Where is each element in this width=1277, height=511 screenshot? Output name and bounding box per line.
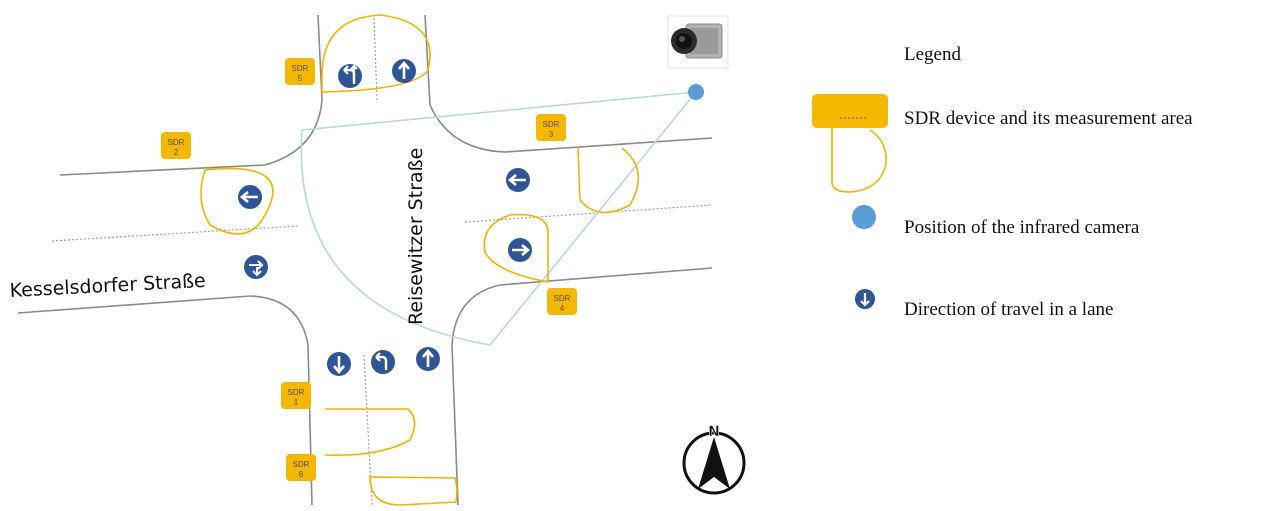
lane-arrow-straight-north xyxy=(392,59,416,83)
lane-arrow-left-turn-north xyxy=(338,64,362,88)
sdr-5-label: SDR xyxy=(292,64,309,73)
sdr-device-icon xyxy=(812,94,888,193)
legend-item-direction-text: Direction of travel in a lane xyxy=(904,299,1114,320)
direction-arrow-icon xyxy=(855,289,875,309)
legend-item-sdr-text: SDR device and its measurement area xyxy=(904,108,1193,129)
sdr-device-2: SDR 2 xyxy=(161,132,191,159)
lane-arrow-east xyxy=(508,238,532,262)
road-edges xyxy=(17,14,713,506)
compass-n-label: N xyxy=(708,424,720,440)
camera-field-of-view xyxy=(300,91,697,346)
lane-dividers xyxy=(51,17,713,506)
sdr-device-6: SDR 6 xyxy=(286,454,316,481)
sdr-2-number: 2 xyxy=(174,148,179,157)
measurement-area-sdr6 xyxy=(369,476,458,506)
sdr-4-number: 4 xyxy=(560,304,565,313)
intersection-diagram: SDR 5 SDR 2 SDR 3 SDR 4 SDR 1 SDR 6 xyxy=(9,14,746,506)
camera-position-dot xyxy=(688,84,704,100)
infrared-camera-icon xyxy=(667,15,729,69)
sdr-device-1: SDR 1 xyxy=(281,382,311,409)
sdr-3-label: SDR xyxy=(543,120,560,129)
measurement-area-sdr1 xyxy=(324,408,416,457)
north-compass-icon: N xyxy=(682,424,746,495)
measurement-area-sdr3 xyxy=(577,146,640,214)
measurement-area-sdr5 xyxy=(321,14,431,93)
sdr-3-number: 3 xyxy=(549,130,554,139)
lane-arrow-west xyxy=(238,185,262,209)
lane-arrow-west-east-road xyxy=(506,168,530,192)
legend-panel: Legend SDR device and its measurement ar… xyxy=(800,0,1277,511)
lane-arrow-left-turn xyxy=(371,350,395,374)
sdr-device-4: SDR 4 xyxy=(547,288,577,315)
legend-item-camera-text: Position of the infrared camera xyxy=(904,217,1140,238)
sdr-6-number: 6 xyxy=(299,470,304,479)
measurement-area-sdr2 xyxy=(200,167,274,235)
sdr-4-label: SDR xyxy=(554,294,571,303)
lane-arrow-south xyxy=(327,352,351,376)
sdr-2-label: SDR xyxy=(168,138,185,147)
lane-arrow-bidirectional xyxy=(244,255,268,279)
legend-title: Legend xyxy=(904,44,961,65)
sdr-1-number: 1 xyxy=(294,398,299,407)
lane-arrow-straight-north-south-road xyxy=(416,347,440,371)
measurement-areas xyxy=(200,14,640,506)
camera-position-icon xyxy=(852,205,876,229)
sdr-5-number: 5 xyxy=(298,74,303,83)
sdr-device-3: SDR 3 xyxy=(536,114,566,141)
measurement-area-sdr4 xyxy=(483,213,549,283)
sdr-6-label: SDR xyxy=(293,460,310,469)
street-label-kesselsdorfer: Kesselsdorfer Straße xyxy=(9,270,206,302)
sdr-device-5: SDR 5 xyxy=(285,58,315,85)
sdr-1-label: SDR xyxy=(288,388,305,397)
street-label-reisewitzer: Reisewitzer Straße xyxy=(405,148,427,325)
